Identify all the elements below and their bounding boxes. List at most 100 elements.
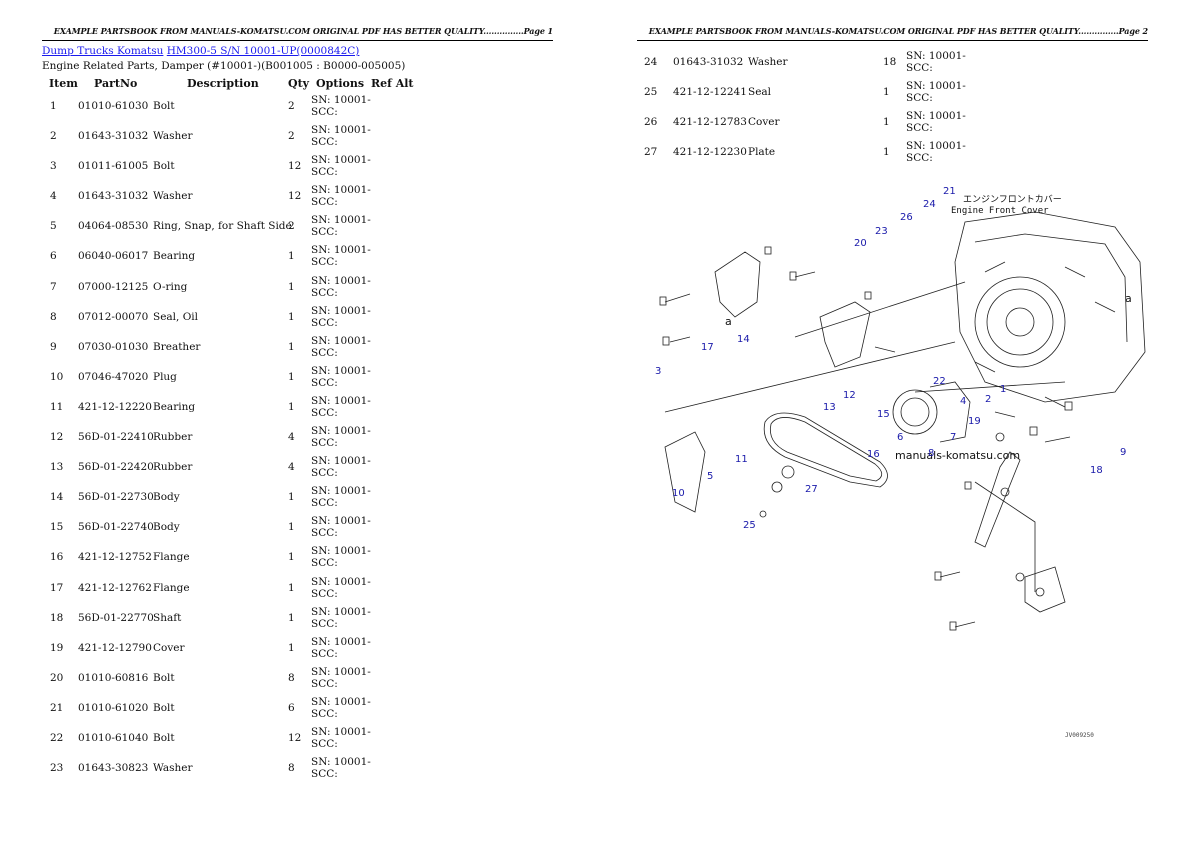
callout-10: 10 — [672, 488, 685, 499]
cell-partno: 56D-01-22740 — [78, 521, 154, 534]
callout-6: 6 — [897, 432, 903, 443]
exploded-parts-diagram: エンジンフロントカバー Engine Front Cover manuals-k… — [655, 186, 1146, 739]
cell-item: 22 — [50, 731, 64, 744]
jp-cover-label: エンジンフロントカバー — [963, 194, 1062, 205]
cell-qty: 1 — [883, 86, 890, 98]
cell-options: SN: 10001-SCC: — [311, 214, 371, 239]
table-header: Item PartNo Description Qty Options Ref … — [42, 77, 422, 91]
cell-partno: 56D-01-22770 — [78, 611, 154, 624]
cell-item: 16 — [50, 551, 64, 564]
cell-qty: 1 — [288, 340, 295, 353]
cell-description: Breather — [153, 340, 201, 353]
cell-partno: 01643-31032 — [673, 56, 744, 68]
cell-options: SN: 10001-SCC: — [906, 50, 966, 74]
cell-options: SN: 10001-SCC: — [311, 334, 371, 359]
cell-partno: 07046-47020 — [78, 370, 149, 383]
cell-qty: 1 — [288, 400, 295, 413]
cell-options: SN: 10001-SCC: — [311, 244, 371, 269]
cell-partno: 07030-01030 — [78, 340, 149, 353]
cell-description: Body — [153, 491, 180, 504]
section-title: Engine Related Parts, Damper (#10001-)(B… — [42, 60, 406, 72]
cell-options: SN: 10001-SCC: — [311, 455, 371, 480]
callout-17: 17 — [701, 342, 714, 353]
cell-options: SN: 10001-SCC: — [311, 725, 371, 750]
callout-14: 14 — [737, 334, 750, 345]
cell-item: 13 — [50, 461, 64, 474]
cell-qty: 12 — [288, 731, 302, 744]
callout-24: 24 — [923, 199, 936, 210]
cell-qty: 18 — [883, 56, 897, 68]
cell-description: Bolt — [153, 731, 175, 744]
cell-options: SN: 10001-SCC: — [311, 695, 371, 720]
callout-18: 18 — [1090, 465, 1103, 476]
callout-1: 1 — [1000, 384, 1006, 395]
cell-description: Plate — [748, 146, 776, 158]
cell-options: SN: 10001-SCC: — [311, 94, 371, 118]
callout-23: 23 — [875, 226, 888, 237]
cell-options: SN: 10001-SCC: — [906, 80, 966, 104]
cell-description: Seal, Oil — [153, 310, 199, 323]
cell-item: 1 — [50, 100, 57, 112]
callout-11: 11 — [735, 454, 748, 465]
cell-description: Flange — [153, 551, 190, 564]
cell-item: 21 — [50, 701, 64, 714]
cell-item: 9 — [50, 340, 57, 353]
callout-12: 12 — [843, 390, 856, 401]
callout-27: 27 — [805, 484, 818, 495]
cell-partno: 04064-08530 — [78, 220, 149, 233]
col-options: Options — [316, 77, 365, 90]
cell-description: Washer — [748, 56, 788, 68]
cell-description: Shaft — [153, 611, 182, 624]
cell-options: SN: 10001-SCC: — [311, 154, 371, 179]
cell-item: 23 — [50, 762, 64, 775]
cell-item: 8 — [50, 310, 57, 323]
watermark: manuals-komatsu.com — [895, 449, 1020, 462]
cell-partno: 07012-00070 — [78, 310, 149, 323]
callout-5: 5 — [707, 471, 713, 482]
cell-partno: 56D-01-22730 — [78, 491, 154, 504]
cell-description: Cover — [748, 116, 780, 128]
cell-item: 15 — [50, 521, 64, 534]
col-qty: Qty — [288, 77, 310, 90]
cell-options: SN: 10001-SCC: — [906, 140, 966, 164]
cell-partno: 421-12-12762 — [78, 581, 152, 594]
callout-16: 16 — [867, 449, 880, 460]
cell-qty: 1 — [288, 551, 295, 564]
cell-item: 12 — [50, 431, 64, 444]
cell-options: SN: 10001-SCC: — [311, 425, 371, 450]
cell-item: 5 — [50, 220, 57, 233]
cell-description: Washer — [153, 762, 193, 775]
cell-item: 25 — [644, 86, 658, 98]
cell-partno: 01010-61020 — [78, 701, 149, 714]
breadcrumb-link-dump-trucks[interactable]: Dump Trucks Komatsu — [42, 45, 164, 57]
cell-qty: 4 — [288, 431, 295, 444]
col-partno: PartNo — [94, 77, 138, 90]
cell-qty: 1 — [288, 280, 295, 293]
cell-description: Bearing — [153, 400, 196, 413]
cell-partno: 01010-61040 — [78, 731, 149, 744]
cell-partno: 01643-31032 — [78, 190, 149, 203]
cell-qty: 8 — [288, 762, 295, 775]
cell-description: Bearing — [153, 250, 196, 263]
cell-options: SN: 10001-SCC: — [311, 485, 371, 510]
ref-a-right: a — [1125, 292, 1132, 305]
breadcrumb-link-model[interactable]: HM300-5 S/N 10001-UP(0000842C) — [166, 45, 360, 57]
callout-13: 13 — [823, 402, 836, 413]
cell-partno: 56D-01-22420 — [78, 461, 154, 474]
cell-options: SN: 10001-SCC: — [311, 184, 371, 209]
cell-partno: 01011-61005 — [78, 160, 149, 173]
